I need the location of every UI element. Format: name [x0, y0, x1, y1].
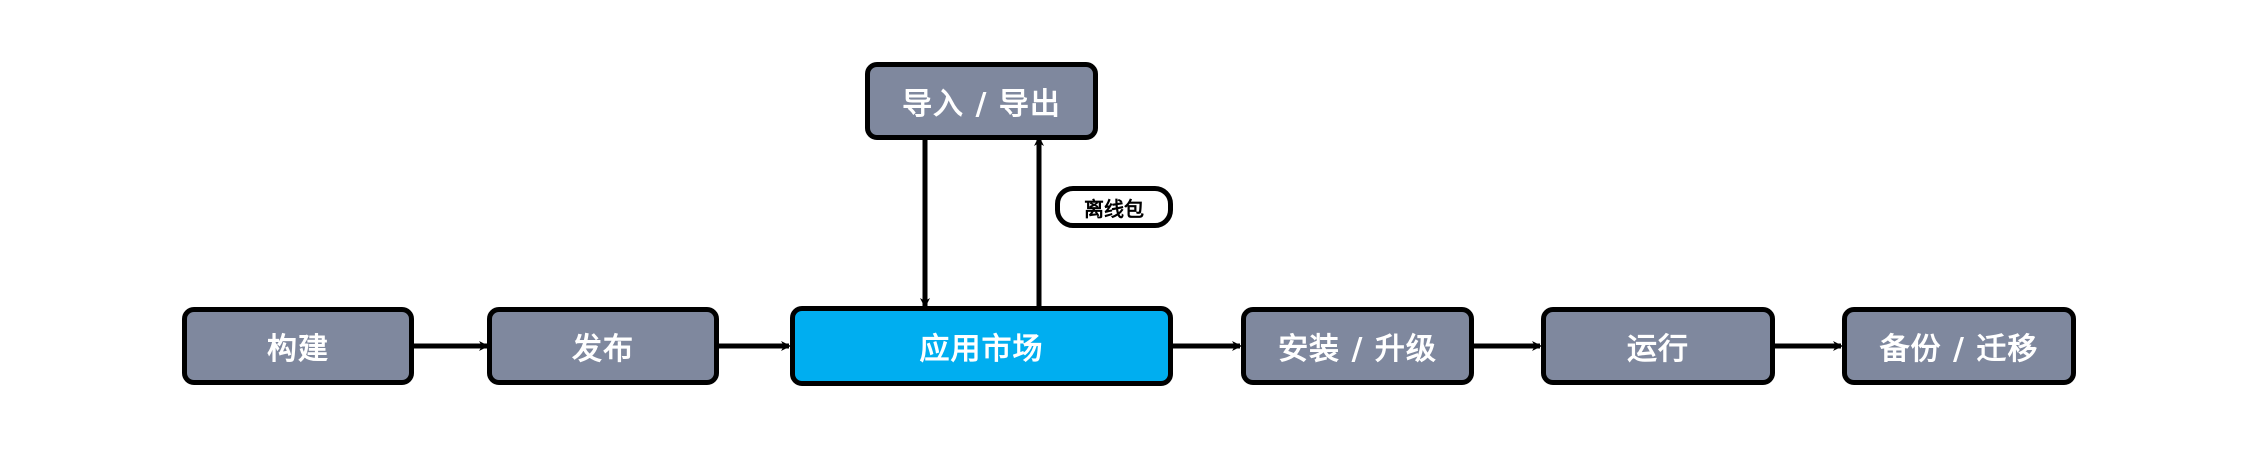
node-backup-migrate: 备份 / 迁移 — [1842, 307, 2076, 385]
tag-offline-package: 离线包 — [1055, 186, 1173, 228]
node-import-export-label: 导入 / 导出 — [902, 87, 1061, 122]
tag-offline-package-label: 离线包 — [1084, 196, 1144, 221]
node-run-label: 运行 — [1627, 332, 1689, 367]
node-run: 运行 — [1541, 307, 1775, 385]
node-backup-migrate-label: 备份 / 迁移 — [1879, 332, 2039, 367]
node-publish-label: 发布 — [572, 332, 634, 367]
node-app-market: 应用市场 — [790, 306, 1173, 386]
node-build-label: 构建 — [267, 332, 329, 367]
node-app-market-label: 应用市场 — [919, 332, 1044, 367]
node-publish: 发布 — [487, 307, 719, 385]
node-import-export: 导入 / 导出 — [865, 62, 1098, 140]
node-build: 构建 — [182, 307, 414, 385]
node-install-upgrade-label: 安装 / 升级 — [1278, 332, 1437, 367]
node-install-upgrade: 安装 / 升级 — [1241, 307, 1474, 385]
